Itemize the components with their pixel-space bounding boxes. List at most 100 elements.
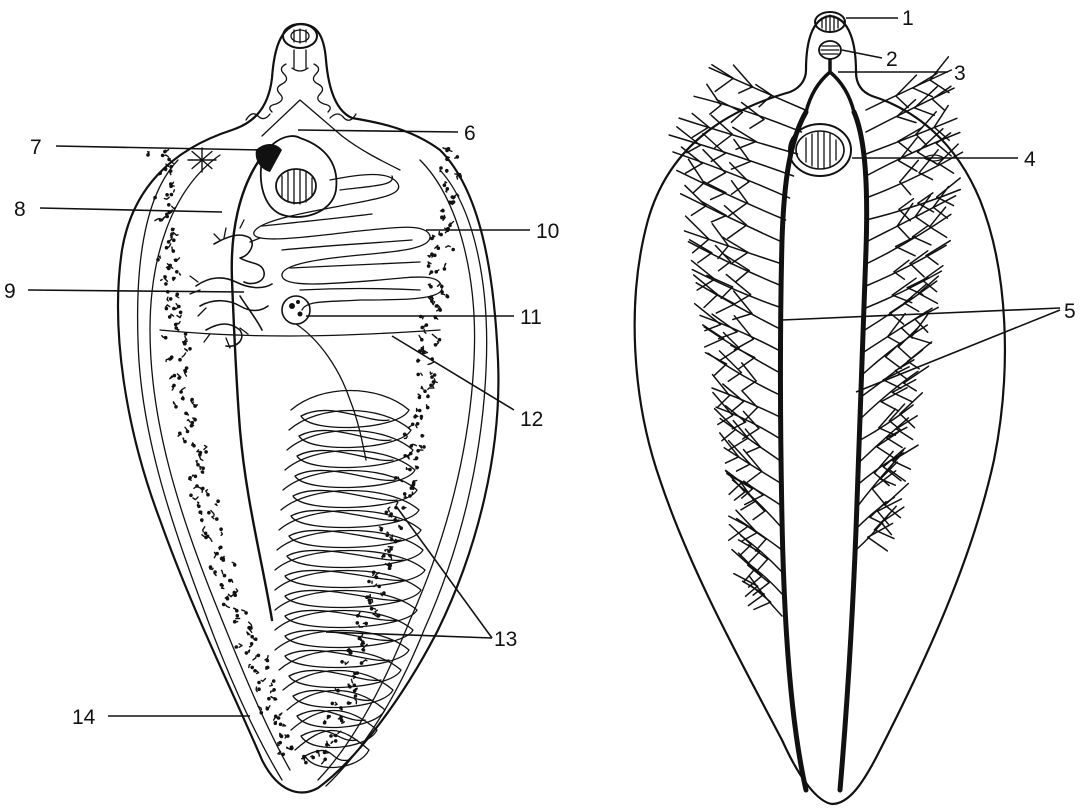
uterus-coil xyxy=(289,411,411,448)
vitelline-follicle-dot xyxy=(169,169,173,173)
vitelline-follicle xyxy=(187,420,190,422)
caecal-sub-branch xyxy=(930,57,948,80)
vitelline-follicle-dot xyxy=(167,240,171,244)
vitelline-follicle-dot xyxy=(177,376,181,380)
vitelline-follicle-dot xyxy=(382,554,386,558)
vitelline-follicle-dot xyxy=(186,430,190,434)
vitelline-follicle-dot xyxy=(347,701,351,705)
caecal-sub-branch xyxy=(704,295,718,308)
vitelline-follicle-dot xyxy=(181,397,185,401)
left-vitelline-ducts xyxy=(160,330,440,336)
caecal-sub-branch xyxy=(712,314,737,332)
vitelline-follicle-dot xyxy=(165,213,169,217)
label-3: 3 xyxy=(954,62,966,85)
vitelline-follicle-dot xyxy=(174,405,178,409)
vitelline-follicle-dot xyxy=(190,398,194,402)
vitelline-follicle-dot xyxy=(439,166,443,170)
label-11: 11 xyxy=(520,306,542,329)
vitelline-follicle xyxy=(183,438,184,440)
vitelline-follicle-dot xyxy=(430,252,434,256)
vitelline-follicle xyxy=(212,516,214,519)
vitelline-follicle-dot xyxy=(387,550,391,554)
vitelline-follicle-dot xyxy=(173,374,177,378)
vitelline-follicle xyxy=(399,526,401,527)
vitelline-follicle-dot xyxy=(200,518,204,522)
uterus-coil xyxy=(287,431,413,468)
vitelline-follicle xyxy=(159,256,160,258)
vitelline-follicle xyxy=(250,646,252,647)
caecal-sub-branch xyxy=(888,337,901,344)
caecal-sub-branch xyxy=(733,127,756,141)
caecal-sub-branch xyxy=(739,87,753,93)
vitelline-follicle-dot xyxy=(448,224,452,228)
vitelline-follicle-dot xyxy=(272,679,276,683)
vitelline-follicle-dot xyxy=(266,707,270,711)
vitelline-follicle-dot xyxy=(245,651,249,655)
vitelline-follicle-dot xyxy=(164,282,168,286)
vitelline-follicle-dot xyxy=(401,506,405,510)
vitelline-follicle xyxy=(428,262,431,264)
vitelline-follicle-dot xyxy=(164,167,168,171)
vitelline-follicle-dot xyxy=(323,758,327,762)
vitelline-follicle-dot xyxy=(274,722,278,726)
vitelline-follicle-dot xyxy=(423,389,427,393)
vitelline-follicle-dot xyxy=(164,336,168,340)
caecal-sub-branch xyxy=(892,392,911,401)
vitelline-follicle-dot xyxy=(416,449,420,453)
caecal-sub-branch xyxy=(708,173,725,183)
vitelline-follicle-dot xyxy=(426,395,430,399)
vitelline-follicle xyxy=(331,741,333,743)
vitelline-follicle-dot xyxy=(206,535,210,539)
right-caecal-branches xyxy=(669,57,962,616)
left-cirrus-duct xyxy=(232,162,272,620)
vitelline-follicle xyxy=(428,256,431,258)
caecal-sub-branch xyxy=(926,241,950,256)
vitelline-follicle xyxy=(455,194,459,196)
vitelline-follicle-dot xyxy=(447,147,451,151)
caecal-branch xyxy=(720,419,782,463)
caecal-sub-branch xyxy=(883,380,901,388)
vitelline-follicle xyxy=(174,233,179,236)
vitelline-follicle-dot xyxy=(418,409,422,413)
vitelline-follicle xyxy=(193,497,198,500)
vitelline-follicle-dot xyxy=(437,246,441,250)
vitelline-follicle xyxy=(443,148,447,149)
vitelline-follicle-dot xyxy=(367,580,371,584)
right-caecum-left-trunk xyxy=(781,112,807,790)
vitelline-follicle-dot xyxy=(430,270,434,274)
vitelline-follicle-dot xyxy=(179,311,183,315)
vitelline-follicle xyxy=(387,532,389,533)
caecal-sub-branch xyxy=(737,464,751,471)
vitelline-follicle-dot xyxy=(204,532,208,536)
caecal-sub-branch xyxy=(713,375,730,396)
vitelline-follicle-dot xyxy=(260,711,264,715)
vitelline-follicle-dot xyxy=(451,248,455,252)
vitelline-follicle-dot xyxy=(430,299,434,303)
vitelline-follicle-dot xyxy=(176,293,180,297)
caecal-sub-branch xyxy=(711,216,726,222)
caecal-sub-branch xyxy=(915,108,935,115)
caecal-sub-branch xyxy=(748,594,764,606)
vitelline-follicle-dot xyxy=(420,415,424,419)
vitelline-follicle-dot xyxy=(368,601,372,605)
label-2: 2 xyxy=(886,48,898,71)
vitelline-follicle-dot xyxy=(443,183,447,187)
caecal-sub-branch xyxy=(736,271,749,282)
vitelline-follicle-dot xyxy=(329,734,333,738)
vitelline-follicle xyxy=(185,349,188,351)
vitelline-follicle xyxy=(441,294,444,295)
vitelline-follicle-dot xyxy=(266,666,270,670)
vitelline-follicle-dot xyxy=(165,307,169,311)
vitelline-follicle-dot xyxy=(267,697,271,701)
vitelline-follicle-dot xyxy=(420,338,424,342)
vitelline-follicle-dot xyxy=(196,463,200,467)
vitelline-follicle xyxy=(164,197,169,199)
vitelline-follicle-dot xyxy=(171,228,175,232)
uterus-coil xyxy=(285,451,415,488)
caecal-sub-branch xyxy=(746,447,760,453)
caecal-branch xyxy=(866,271,942,308)
right-caecum-right-trunk xyxy=(840,112,867,790)
vitelline-follicle-dot xyxy=(167,203,171,207)
label-7: 7 xyxy=(30,136,42,159)
vitelline-follicle xyxy=(215,504,217,505)
